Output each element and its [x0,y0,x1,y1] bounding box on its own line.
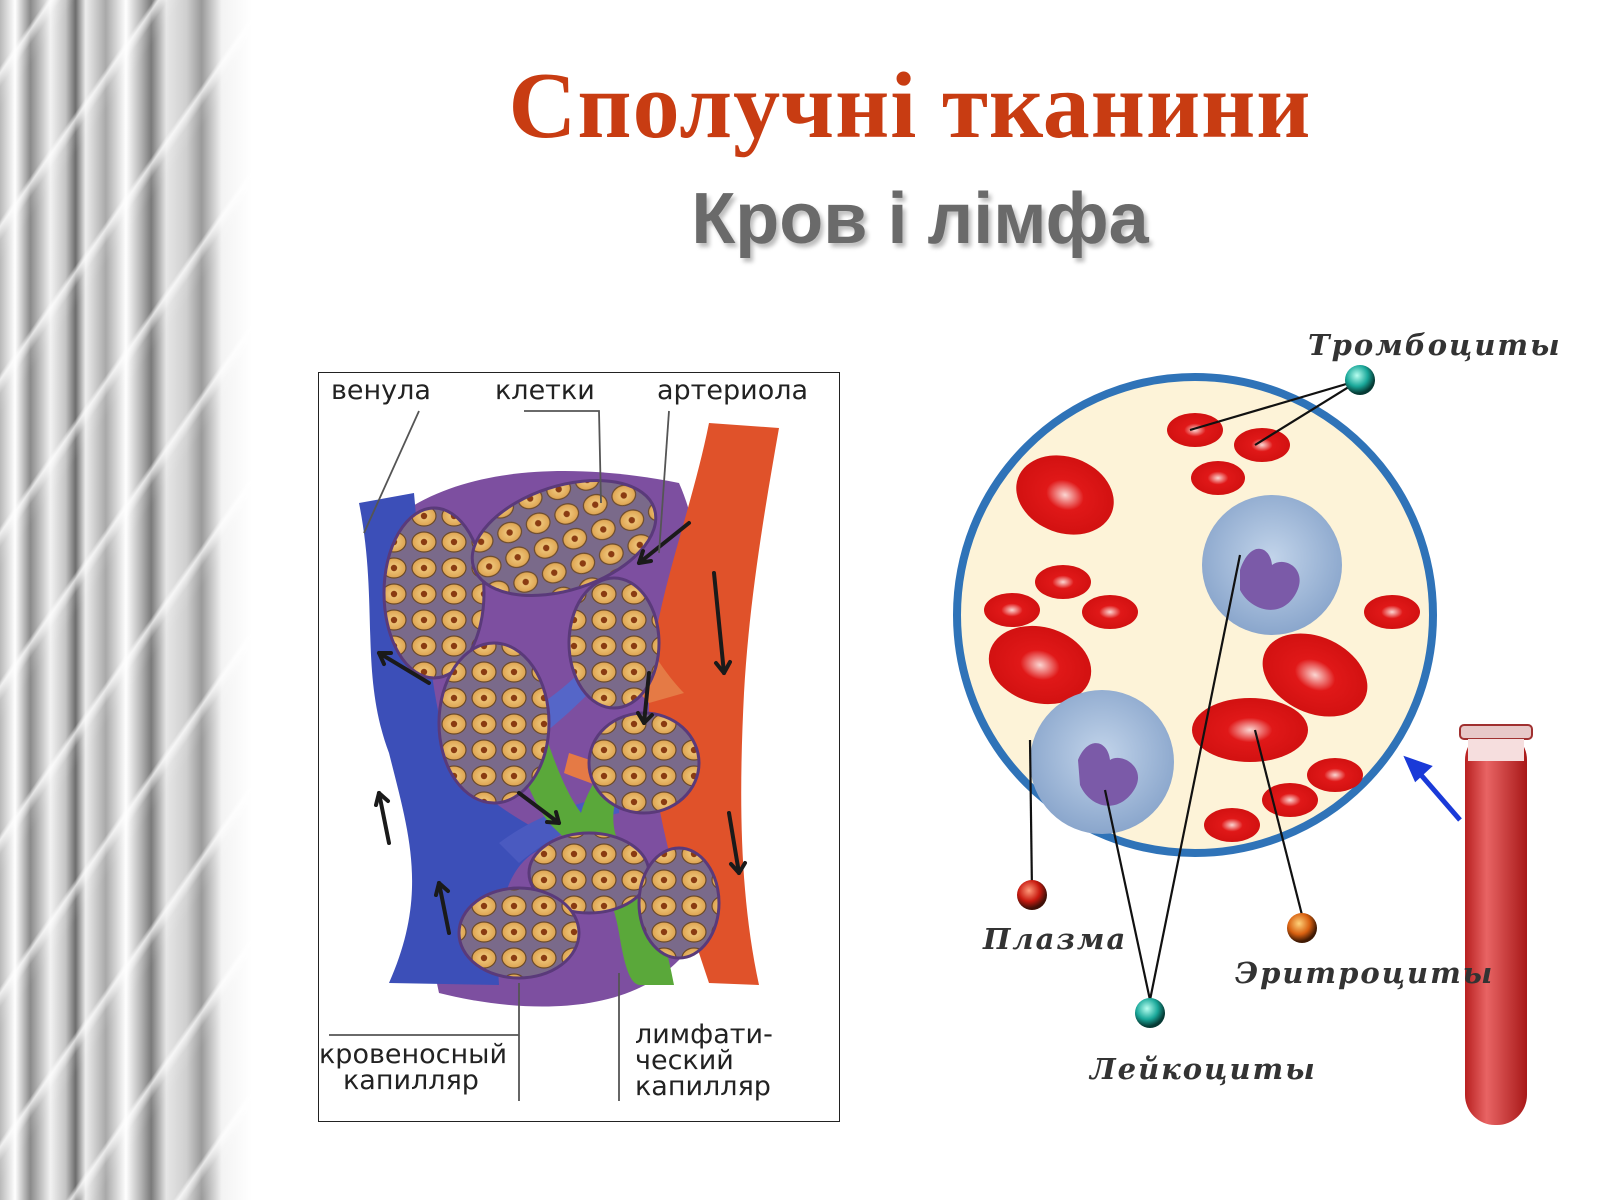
arteriole-vessel [649,423,779,985]
label-lymph-capillary-2: ческий [635,1045,734,1076]
cell-cluster [470,478,658,598]
label-lymph-capillary-1: лимфати- [635,1019,773,1050]
slide-title: Сполучні тканини [508,54,1312,158]
label-arteriole: артериола [657,375,809,406]
slide-subtitle: Кров і лімфа [691,179,1149,259]
tissue-illustration [329,410,779,1101]
cell-cluster [437,641,551,805]
label-erythrocytes: Эритроциты [1235,956,1495,990]
leukocytes-marker [1135,998,1165,1028]
magnify-arrow [1403,755,1462,822]
label-blood-capillary-2: капилляр [343,1065,479,1096]
decorative-side-strip [0,0,252,1200]
leader-lines [329,410,670,1101]
label-venule: венула [331,375,431,406]
cell-cluster [567,576,661,710]
capillary-tissue-diagram: венула клетки артериола кровеносный капи… [318,372,840,1122]
blood-leader-lines [1028,378,1361,1001]
red-blood-cells [984,413,1420,842]
cell-cluster [457,886,581,980]
cell-cluster [587,711,701,815]
label-platelets: Тромбоциты [1308,328,1562,362]
white-blood-cells [1030,495,1342,834]
cell-cluster [637,846,721,960]
erythrocytes-marker [1287,913,1317,943]
label-plasma: Плазма [983,922,1128,956]
test-tube [1459,724,1533,1125]
flow-arrows [374,521,747,935]
label-cells: клетки [495,375,595,406]
plasma-marker [1017,880,1047,910]
platelets-marker [1345,365,1375,395]
label-leukocytes: Лейкоциты [1090,1052,1317,1086]
label-blood-capillary-1: кровеносный [319,1039,508,1070]
blood-composition-diagram [953,365,1533,1125]
cell-cluster [382,506,486,680]
label-lymph-capillary-3: капилляр [635,1071,771,1102]
